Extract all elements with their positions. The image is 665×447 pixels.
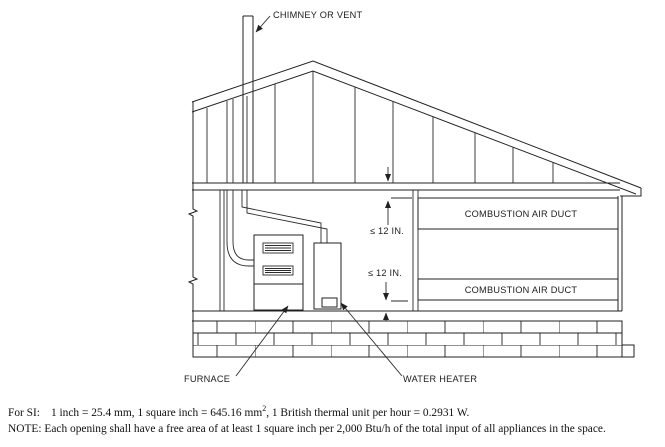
dim-upper-label: ≤ 12 IN. [370,226,404,236]
furnace [253,234,304,311]
attic-studs [206,71,554,183]
water-heater-label: WATER HEATER [403,374,477,384]
left-wall [187,102,225,357]
si-conversion-line: For SI: 1 inch = 25.4 mm, 1 square inch =… [8,404,663,422]
dimension-upper: ≤ 12 IN. [370,167,412,236]
combustion-air-duct-lower: COMBUSTION AIR DUCT [417,278,619,301]
combustion-air-duct-upper: COMBUSTION AIR DUCT [417,197,619,230]
note-line: NOTE: Each opening shall have a free are… [8,422,606,435]
water-heater [313,242,342,310]
foundation-bricks [192,320,635,358]
furnace-leader: FURNACE [184,305,289,384]
dim-lower-label: ≤ 12 IN. [368,268,402,278]
si-text: 1 inch = 25.4 mm, 1 square inch = 645.16… [50,407,263,419]
duct-lower-label: COMBUSTION AIR DUCT [465,285,578,295]
dimension-lower: ≤ 12 IN. [368,268,408,321]
si-tail: , 1 British thermal unit per hour = 0.29… [266,407,470,419]
water-heater-leader: WATER HEATER [340,302,477,384]
furnace-label: FURNACE [184,374,230,384]
footnotes: For SI: 1 inch = 25.4 mm, 1 square inch =… [8,404,663,438]
si-label: For SI: [8,407,40,419]
si-superscript: 2 [262,404,267,414]
floor [192,310,622,322]
chimney-leader: CHIMNEY OR VENT [255,10,362,33]
chimney-label: CHIMNEY OR VENT [273,10,362,20]
flue-pipes [226,190,328,267]
diagram-canvas: COMBUSTION AIR DUCT COMBUSTION AIR DUCT … [184,10,642,384]
duct-upper-label: COMBUSTION AIR DUCT [465,209,578,219]
roof [191,60,642,197]
ceiling [192,182,620,191]
chimney [226,15,254,183]
